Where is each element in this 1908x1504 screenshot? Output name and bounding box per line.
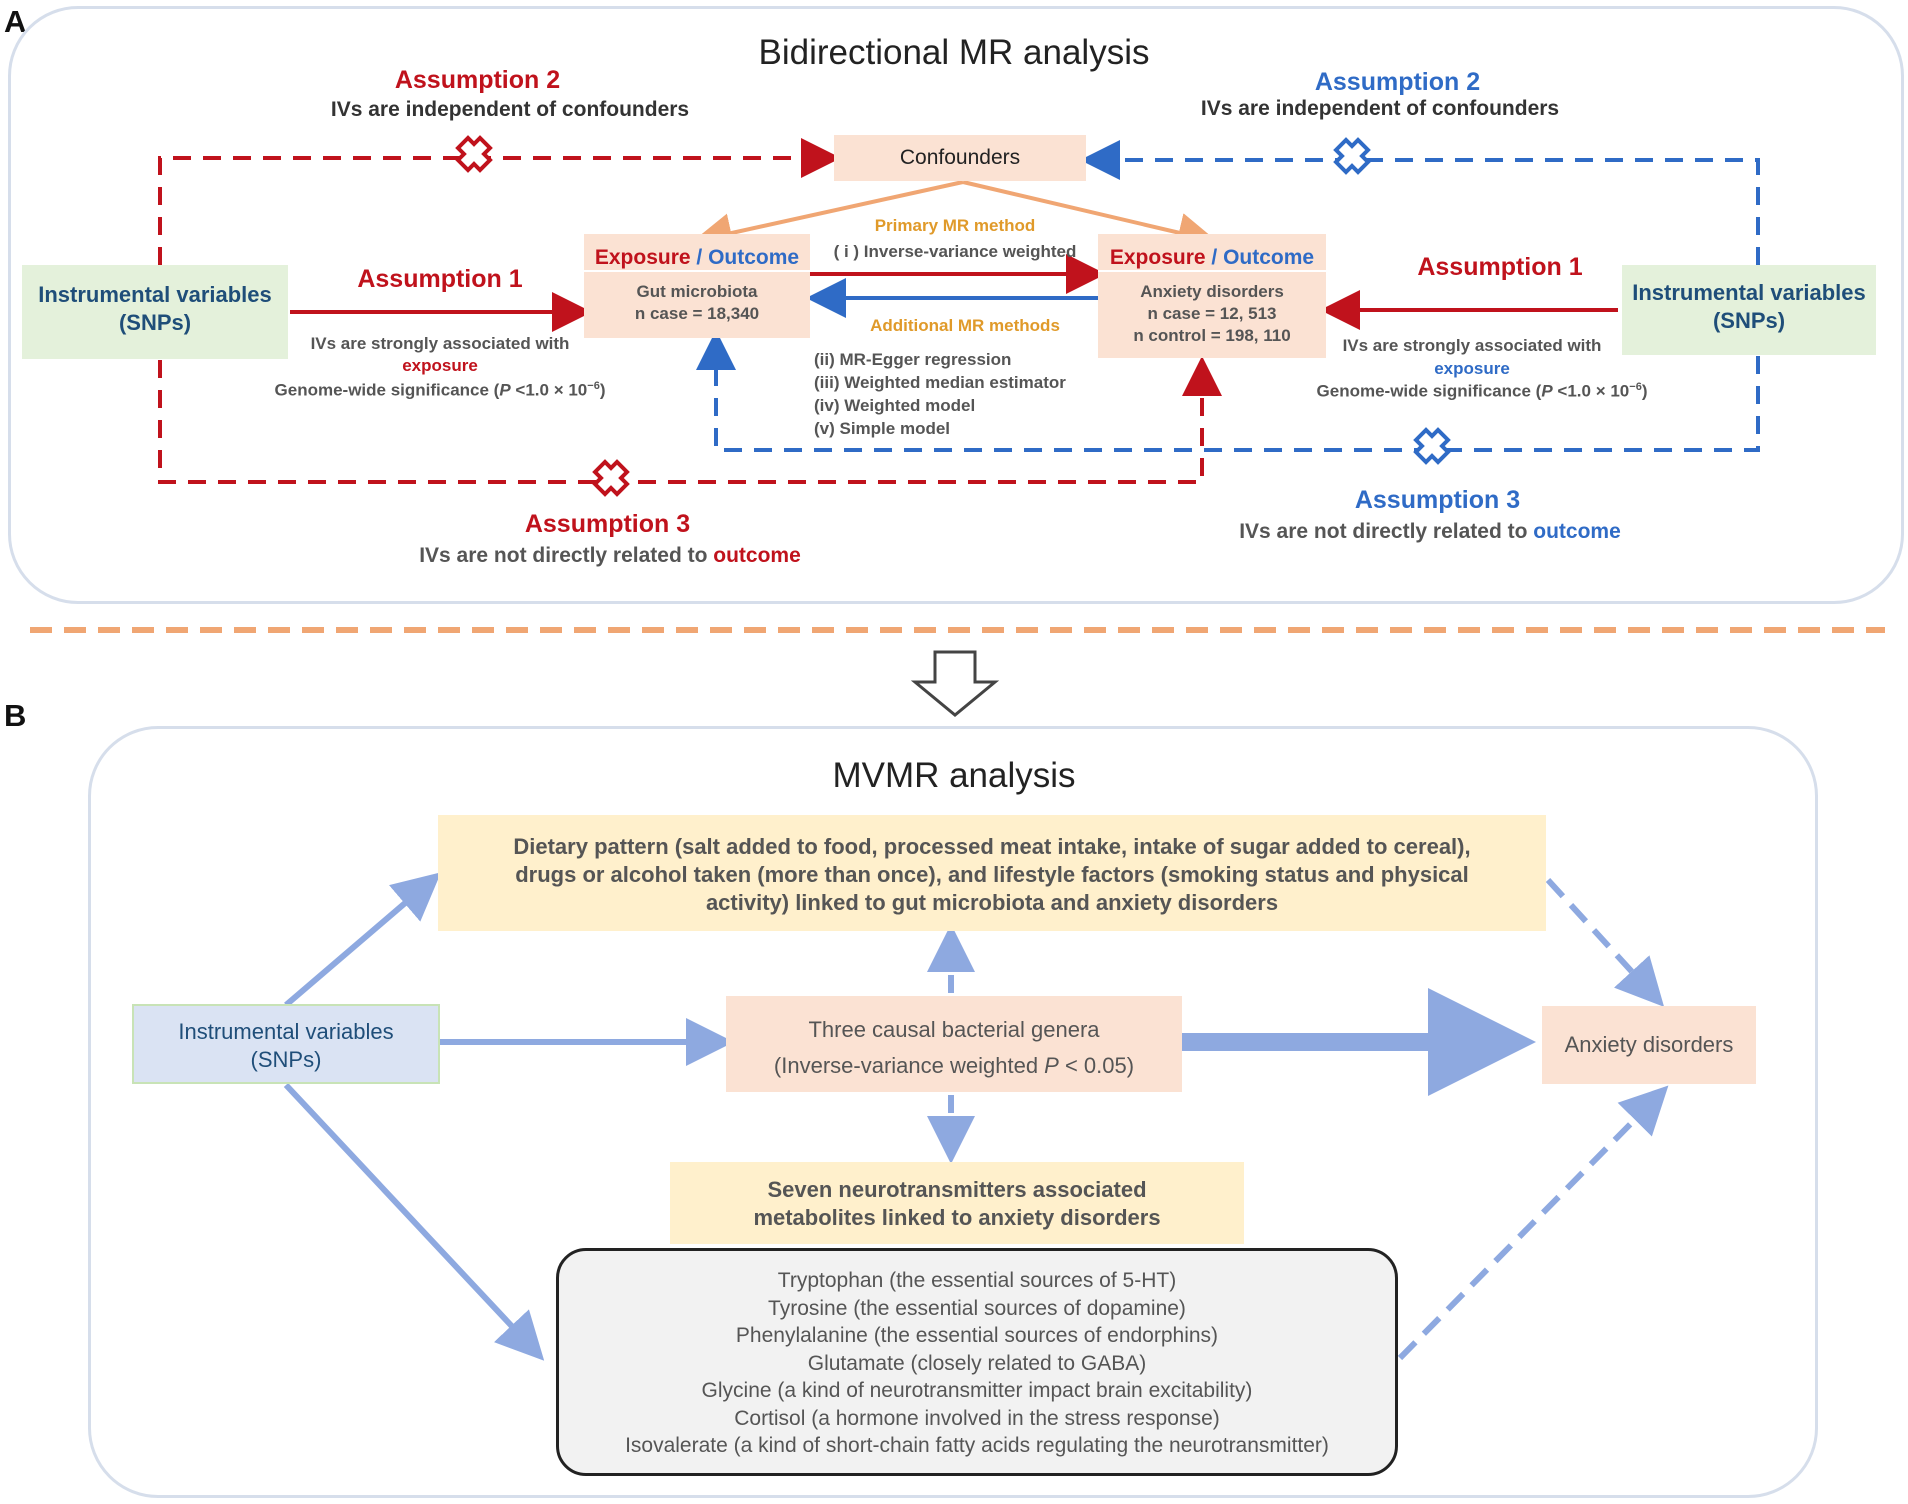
additional-methods-list: (ii) MR-Egger regression (iii) Weighted … [814,348,1114,440]
metabolite-item: Isovalerate (a kind of short-chain fatty… [625,1434,1329,1457]
metabolite-item: Glycine (a kind of neurotransmitter impa… [701,1379,1253,1402]
panel-b-letter: B [4,698,27,733]
red-assumption3-text: IVs are not directly related to outcome [380,544,840,568]
metabolite-item: Tryptophan (the essential sources of 5-H… [777,1269,1177,1292]
right-assumption1-exposure: exposure [1434,359,1510,378]
mvmr-iv-box: Instrumental variables (SNPs) [132,1004,440,1084]
dietary-line: activity) linked to gut microbiota and a… [705,890,1279,915]
right-box-line2: n case = 12, 513 [1147,304,1277,323]
panel-a-title: Bidirectional MR analysis [758,33,1150,72]
mvmr-iv-line2: (SNPs) [250,1047,322,1072]
additional-methods-title: Additional MR methods [870,316,1060,335]
genera-suffix: < 0.05) [1058,1053,1135,1078]
red-assumption2-title: Assumption 2 [394,66,561,94]
method-item: (iii) Weighted median estimator [814,373,1066,392]
cross-icon [455,135,493,173]
genera-line1: Three causal bacterial genera [808,1017,1100,1042]
genera-prefix: (Inverse-variance weighted [773,1053,1045,1078]
method-item: (iv) Weighted model [814,396,976,415]
left-assumption1-title: Assumption 1 [357,265,523,293]
right-iv-box: Instrumental variables (SNPs) [1622,265,1876,355]
blue-assumption2-text: IVs are independent of confounders [1200,97,1560,120]
method-item: (ii) MR-Egger regression [814,350,1012,369]
assumption3-text: IVs are not directly related to [1239,520,1534,543]
dietary-line: drugs or alcohol taken (more than once),… [515,862,1469,887]
panel-a-letter: A [4,4,27,39]
red-assumption3-title: Assumption 3 [524,510,691,538]
cross-icon [592,459,630,497]
left-iv-line1: Instrumental variables [38,282,272,307]
panel-a-frame [8,6,1904,604]
red-assumption2-text: IVs are independent of confounders [330,98,690,121]
sig-suffix: ) [599,380,606,400]
sig-prefix: Genome-wide significance ( [1316,381,1542,401]
cross-icon [1413,427,1451,465]
anxiety-box: Anxiety disorders [1542,1006,1756,1084]
right-assumption1-significance: Genome-wide significance (P <1.0 × 10−6) [1272,381,1692,402]
sig-p: P [499,380,511,400]
neuro-line: Seven neurotransmitters associated [767,1177,1147,1202]
cross-icon [1333,137,1371,175]
left-iv-line2: (SNPs) [118,310,192,335]
right-box-header: Exposure / Outcome [1098,234,1326,272]
down-arrow-icon [910,650,1000,717]
sig-exp: −6 [1629,381,1642,393]
genera-box: Three causal bacterial genera (Inverse-v… [726,996,1182,1092]
sig-exp: −6 [587,380,600,392]
left-box-line2: n case = 18,340 [634,304,760,323]
dietary-line: Dietary pattern (salt added to food, pro… [513,834,1471,859]
sig-suffix: ) [1641,381,1648,401]
sig-mid: <1.0 × 10 [1552,381,1630,401]
left-box-line1: Gut microbiota [636,282,758,301]
metabolite-item: Tyrosine (the essential sources of dopam… [768,1296,1186,1320]
panel-b-title: MVMR analysis [832,756,1076,795]
metabolite-item: Phenylalanine (the essential sources of … [735,1324,1219,1347]
anxiety-label: Anxiety disorders [1564,1032,1734,1057]
sig-mid: <1.0 × 10 [510,380,588,400]
left-iv-box: Instrumental variables (SNPs) [22,265,288,359]
sig-prefix: Genome-wide significance ( [274,380,500,400]
slash: / [1205,246,1224,269]
primary-method-title: Primary MR method [874,216,1036,235]
right-box-line1: Anxiety disorders [1140,282,1284,301]
left-box-header: Exposure / Outcome [584,234,810,272]
left-assumption1-text1: IVs are strongly associated with [310,334,570,353]
right-exposure-outcome-box: Exposure / Outcome Anxiety disorders n c… [1098,234,1326,358]
exposure-label: Exposure [1109,246,1206,269]
right-iv-line2: (SNPs) [1712,308,1786,333]
left-exposure-outcome-box: Exposure / Outcome Gut microbiota n case… [584,234,810,338]
outcome-label: Outcome [708,246,800,269]
mvmr-iv-line1: Instrumental variables [178,1019,394,1044]
left-assumption1-exposure: exposure [402,356,478,375]
right-assumption1-title: Assumption 1 [1417,253,1583,281]
right-iv-line1: Instrumental variables [1632,280,1866,305]
right-box-line3: n control = 198, 110 [1133,326,1291,345]
outcome-label: Outcome [1223,246,1315,269]
method-item: (v) Simple model [814,419,951,438]
genera-p: P [1044,1053,1059,1078]
metabolites-box: Tryptophan (the essential sources of 5-H… [556,1248,1398,1476]
metabolite-item: Cortisol (a hormone involved in the stre… [734,1406,1220,1430]
neuro-line: metabolites linked to anxiety disorders [753,1205,1161,1230]
exposure-label: Exposure [594,246,691,269]
confounders-label: Confounders [899,146,1021,169]
sig-p: P [1541,381,1553,401]
dietary-box: Dietary pattern (salt added to food, pro… [438,815,1546,931]
slash: / [690,246,709,269]
left-assumption1-significance: Genome-wide significance (P <1.0 × 10−6) [230,380,650,401]
genera-line2: (Inverse-variance weighted P < 0.05) [726,1048,1182,1084]
assumption3-highlight: outcome [1533,520,1621,543]
primary-method-item: ( i ) Inverse-variance weighted [833,242,1077,261]
assumption3-text: IVs are not directly related to [419,544,714,567]
blue-assumption3-text: IVs are not directly related to outcome [1200,520,1660,544]
right-assumption1-text1: IVs are strongly associated with [1342,336,1602,355]
blue-assumption2-title: Assumption 2 [1314,68,1481,96]
neurotransmitter-box: Seven neurotransmitters associated metab… [670,1162,1244,1244]
metabolite-item: Glutamate (closely related to GABA) [807,1351,1147,1375]
blue-assumption3-title: Assumption 3 [1354,486,1521,514]
assumption3-highlight: outcome [713,544,801,567]
confounders-box: Confounders [834,135,1086,181]
